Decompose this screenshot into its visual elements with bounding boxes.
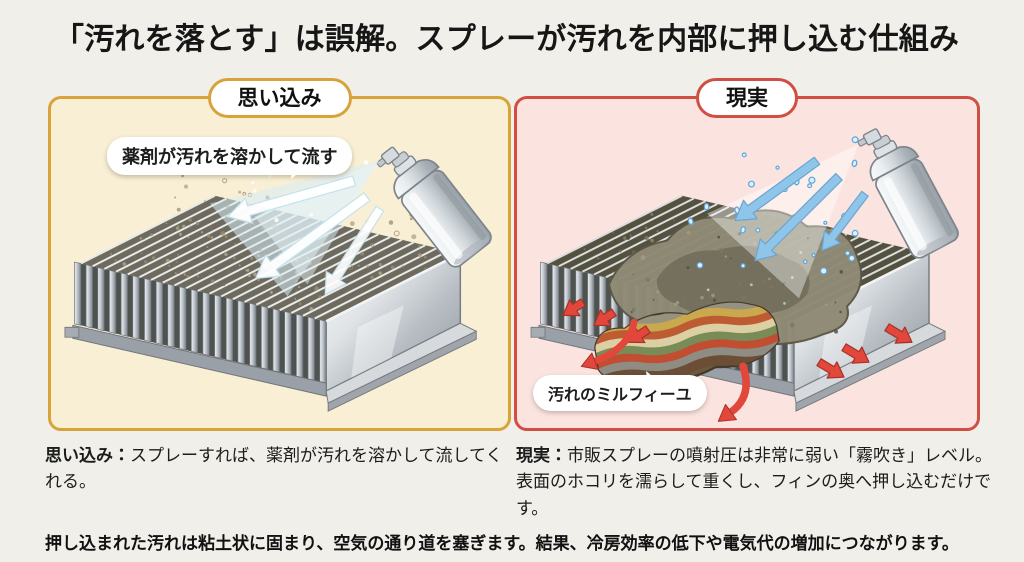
- spray-can-icon: [376, 146, 492, 268]
- reality-speech-bubble: 汚れのミルフィーユ: [533, 375, 707, 411]
- reality-badge: 現実: [696, 78, 798, 119]
- red-push-arrow-icon: [562, 298, 913, 422]
- reality-caption-text: 市販スプレーの噴射圧は非常に弱い「霧吹き」レベル。表面のホコリを濡らして重くし、…: [516, 446, 992, 519]
- spray-cone: [707, 144, 858, 299]
- blue-spray-arrow-icon: [734, 156, 869, 262]
- white-spray-arrow-icon: [227, 175, 385, 296]
- belief-caption-text: スプレーすれば、薬剤が汚れを溶かして流してくれる。: [45, 446, 503, 493]
- belief-badge: 思い込み: [207, 78, 352, 119]
- belief-illustration: [64, 146, 492, 412]
- spray-can-icon: [857, 128, 959, 259]
- belief-caption-label: 思い込み：: [45, 446, 130, 466]
- reality-panel: 現実 汚れのミルフィーユ: [514, 78, 980, 431]
- grime-layer: [607, 209, 863, 346]
- belief-speech-bubble: 薬剤が汚れを溶かして流す: [107, 137, 353, 175]
- conclusion-text: 押し込まれた汚れは粘土状に固まり、空気の通り道を塞ぎます。結果、冷房効率の低下や…: [45, 534, 959, 554]
- reality-caption-label: 現実：: [516, 446, 567, 466]
- reality-caption: 現実：市販スプレーの噴射圧は非常に弱い「霧吹き」レベル。表面のホコリを濡らして重…: [516, 443, 996, 522]
- belief-caption: 思い込み：スプレーすれば、薬剤が汚れを溶かして流してくれる。: [45, 443, 507, 496]
- dust-speckles: [347, 212, 427, 270]
- belief-panel: 思い込み 薬剤が汚れを溶かして流す: [48, 78, 511, 431]
- page-title: 「汚れを落とす」は誤解。スプレーが汚れを内部に押し込む仕組み: [54, 22, 960, 57]
